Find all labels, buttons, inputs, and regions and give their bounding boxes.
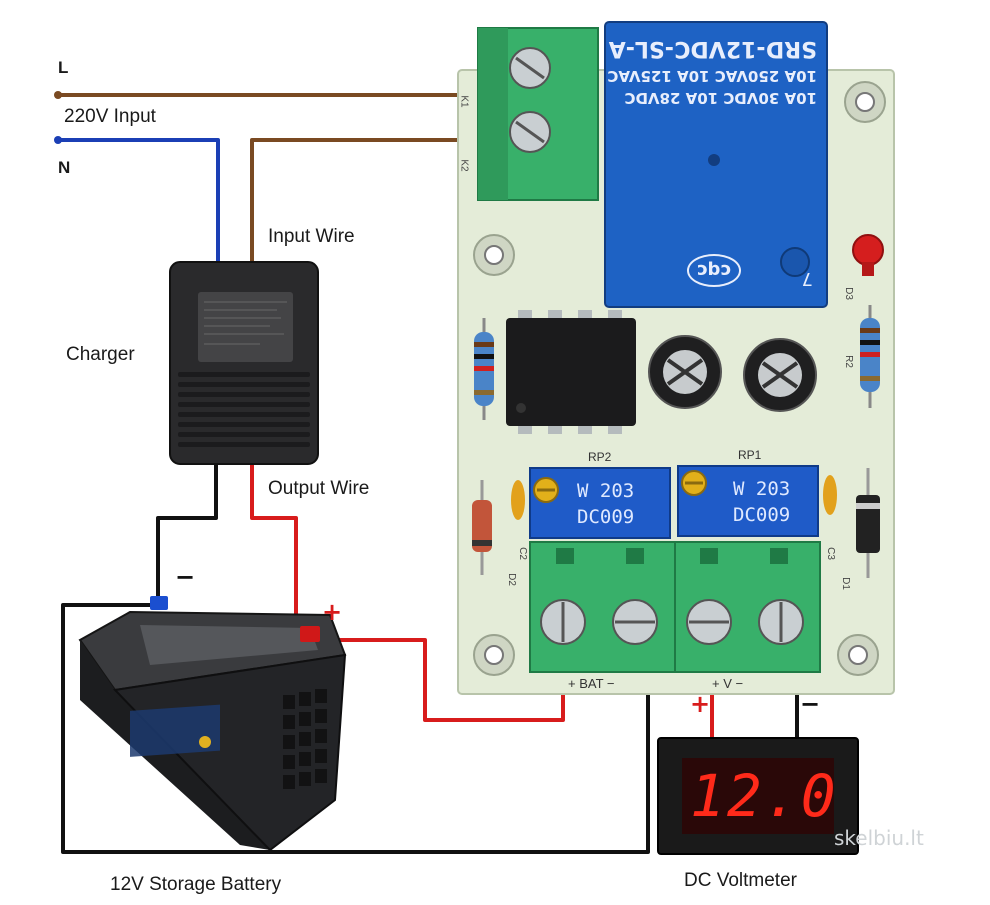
charger-positive-wire [250, 460, 298, 624]
voltmeter-label: DC Voltmeter [684, 870, 797, 891]
mains-input-label: 220V Input [64, 106, 156, 127]
silk-bat: + BAT − [568, 676, 615, 691]
charger-label: Charger [66, 344, 135, 365]
silk-d2: D2 [505, 573, 517, 586]
silk-d1: D1 [839, 577, 851, 590]
silk-c3: C3 [824, 547, 836, 560]
silk-c2: C2 [516, 547, 528, 560]
meter-plus-mark: + [690, 690, 711, 718]
output-wire-label: Output Wire [268, 478, 370, 499]
mounting-holes [473, 81, 886, 676]
live-label: L [58, 58, 69, 77]
resistors [474, 305, 880, 420]
voltmeter-display: 12.0 [690, 762, 838, 830]
battery-positive-terminal [300, 626, 320, 642]
status-led [852, 234, 884, 276]
battery-negative-terminal [150, 596, 168, 610]
rp1-id: RP1 [738, 448, 762, 462]
silk-v: + V − [712, 676, 744, 691]
diodes [472, 468, 880, 578]
silk-k2: K2 [458, 159, 470, 172]
meter-minus-mark: − [800, 690, 821, 718]
rp2-id: RP2 [588, 450, 612, 464]
storage-battery [78, 596, 347, 852]
battery-positive-wire [308, 638, 565, 722]
battery-negative-wire [61, 603, 650, 854]
silk-d3: D3 [842, 287, 854, 300]
rp1-line1: W 203 [733, 478, 791, 500]
relay-label-group: cqc 7 10A 30VDC 10A 28VDC 10A 250VAC 10A… [605, 22, 827, 307]
neutral-label: N [58, 158, 71, 177]
live-wire-end [54, 91, 62, 99]
potentiometer-rp1 [677, 465, 819, 537]
rp2-line2: DC009 [577, 506, 635, 528]
battery-label: 12V Storage Battery [110, 874, 282, 895]
dc-voltmeter [657, 737, 859, 855]
silk-r2: R2 [842, 355, 854, 368]
charger-adapter [169, 261, 319, 465]
charger-negative-wire [156, 460, 218, 600]
battery-minus-mark: − [175, 563, 196, 591]
rp2-line1: W 203 [577, 480, 635, 502]
relay-brand: cqc [686, 254, 741, 287]
ic-chip [506, 310, 636, 434]
mains-terminal-block [477, 27, 599, 201]
output-terminal-block [529, 541, 821, 673]
wires [56, 93, 799, 854]
neutral-wire [56, 138, 220, 267]
potentiometer-rp2 [529, 467, 671, 539]
rp1-line2: DC009 [733, 504, 791, 526]
relay-line3: 10A 30VDC 10A 28VDC [624, 89, 817, 107]
silk-k1: K1 [458, 95, 470, 108]
capacitors [648, 335, 817, 412]
neutral-wire-end [54, 136, 62, 144]
watermark: skelbiu.lt [834, 826, 924, 850]
relay-pin: 7 [801, 268, 813, 289]
input-wire-label: Input Wire [268, 226, 355, 247]
battery-plus-mark: + [322, 598, 343, 626]
input-wire [250, 138, 502, 267]
relay-model: SRD-12VDC-SL-A [608, 36, 817, 61]
relay [604, 21, 828, 308]
charging-control-board [457, 21, 895, 695]
relay-line2: 10A 250VAC 10A 125VAC [607, 67, 817, 85]
